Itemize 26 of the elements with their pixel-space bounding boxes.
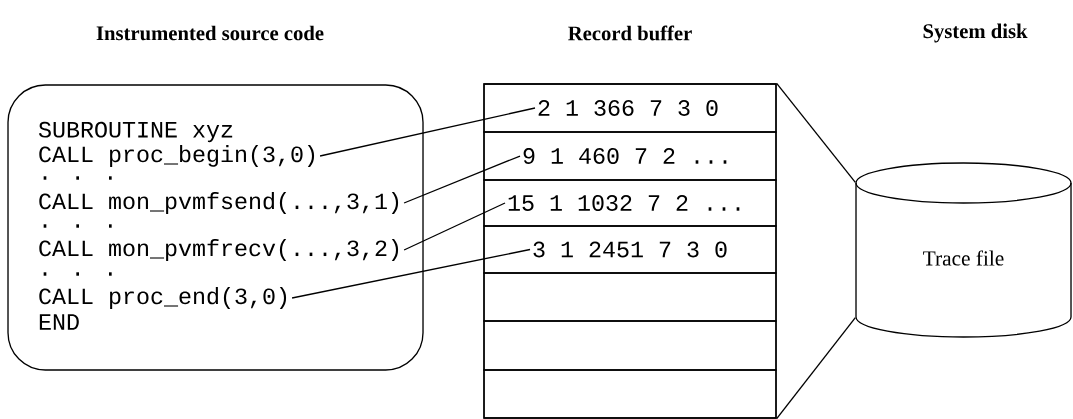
code-line: CALL mon_pvmfsend(...,3,1) xyxy=(39,192,399,214)
code-line: . . . xyxy=(43,176,112,180)
code-line: . . . xyxy=(43,224,112,228)
connector-line xyxy=(291,248,531,299)
record-cell: 9 1 460 7 2 ... xyxy=(483,131,777,181)
disk-label: Trace file xyxy=(923,250,1004,266)
connector-line xyxy=(403,155,521,204)
connector-line xyxy=(403,202,506,251)
code-line: CALL proc_end(3,0) xyxy=(39,287,287,309)
connector-line xyxy=(776,82,856,183)
empty-record-cell xyxy=(483,272,777,322)
empty-record-cell xyxy=(483,320,777,371)
code-line: SUBROUTINE xyz xyxy=(38,121,233,143)
code-line: CALL mon_pvmfrecv(...,3,2) xyxy=(39,239,399,261)
code-line: . . . xyxy=(43,272,112,276)
heading: Record buffer xyxy=(568,25,692,41)
heading: System disk xyxy=(923,23,1028,43)
code-line: END xyxy=(39,314,79,330)
record-cell: 15 1 1032 7 2 ... xyxy=(483,179,777,227)
heading: Instrumented source code xyxy=(96,25,324,41)
connector-line xyxy=(319,107,536,157)
code-line: CALL proc_begin(3,0) xyxy=(39,145,315,167)
empty-record-cell xyxy=(483,369,777,419)
record-cell: 3 1 2451 7 3 0 xyxy=(483,225,777,274)
record-cell: 2 1 366 7 3 0 xyxy=(483,83,777,133)
connector-line xyxy=(776,317,856,419)
